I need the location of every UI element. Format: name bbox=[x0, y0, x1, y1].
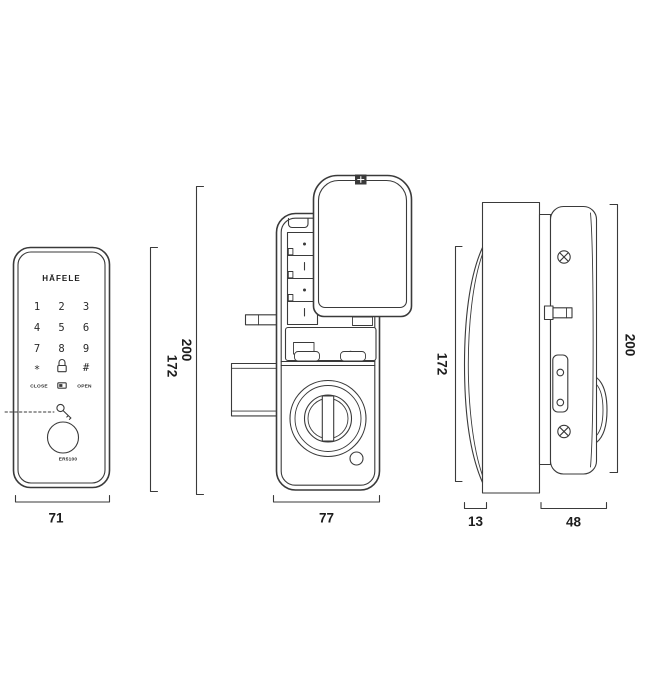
thumbturn-inner-ring bbox=[303, 394, 353, 443]
key-hash: # bbox=[83, 362, 90, 374]
side-front-height-dim-label: 172 bbox=[435, 353, 450, 376]
thumbturn-grip bbox=[321, 395, 335, 442]
housing-joint-lines bbox=[280, 361, 376, 366]
front-height-dim-label: 172 bbox=[165, 355, 180, 378]
front-view: HÄFELE 1 2 3 4 5 6 7 8 9 * # CLOSE OPEN bbox=[4, 246, 111, 526]
function-row: CLOSE OPEN bbox=[30, 382, 92, 390]
cover-catch-step bbox=[352, 316, 373, 326]
cross-screw-icon-top bbox=[557, 250, 571, 264]
plate-foot-left bbox=[294, 351, 320, 362]
battery-cell-dividers bbox=[287, 255, 318, 302]
open-label: OPEN bbox=[77, 384, 92, 390]
key-star: * bbox=[34, 364, 40, 376]
cover-outline bbox=[312, 174, 413, 318]
back-height-dim-bracket bbox=[195, 185, 205, 496]
key-9: 9 bbox=[83, 343, 89, 355]
key-1: 1 bbox=[34, 301, 40, 313]
screw-slot-plate bbox=[552, 354, 569, 413]
key-2: 2 bbox=[58, 301, 64, 313]
key-5: 5 bbox=[58, 322, 64, 334]
front-unit-profile bbox=[463, 246, 484, 484]
cover-hinge-tab bbox=[287, 217, 309, 229]
battery-cover-open bbox=[312, 174, 413, 318]
back-mounting-plate bbox=[538, 213, 552, 466]
back-width-dim-bracket bbox=[272, 494, 381, 503]
round-keyhole-cover bbox=[46, 421, 80, 454]
cover-inner-outline bbox=[317, 179, 408, 309]
battery-contacts bbox=[287, 248, 294, 302]
front-depth-dim-bracket bbox=[463, 501, 488, 510]
front-panel-outline bbox=[12, 246, 111, 489]
back-small-button bbox=[349, 451, 364, 466]
front-panel-inner-outline bbox=[17, 251, 106, 484]
emergency-key-icon bbox=[56, 403, 72, 420]
battery-terminal-marks bbox=[303, 242, 306, 317]
mounting-plate bbox=[284, 326, 377, 362]
front-depth-dim-label: 13 bbox=[468, 514, 484, 529]
deadbolt-housing bbox=[230, 362, 279, 417]
back-height-dim-label: 200 bbox=[179, 339, 194, 362]
door-cross-section bbox=[481, 201, 541, 494]
latch-bolt bbox=[244, 314, 279, 326]
back-depth-dim-label: 48 bbox=[566, 515, 582, 530]
side-view: 172 200 bbox=[435, 201, 638, 530]
front-unit-profile-inner bbox=[467, 253, 483, 476]
phillips-screw-icon bbox=[355, 174, 367, 185]
side-front-height-dim-bracket bbox=[454, 245, 463, 483]
key-3: 3 bbox=[83, 301, 89, 313]
thumbturn-knob-profile bbox=[595, 376, 608, 444]
front-height-dim-bracket bbox=[149, 246, 159, 493]
padlock-icon bbox=[57, 359, 67, 373]
back-unit-profile bbox=[549, 205, 598, 475]
cross-screw-icon-bottom bbox=[557, 424, 571, 439]
height-dimensions: 172 200 bbox=[149, 185, 205, 496]
key-6: 6 bbox=[83, 322, 89, 334]
back-depth-dim-bracket bbox=[540, 501, 608, 510]
model-label: ER5100 bbox=[59, 457, 78, 463]
back-width-dim-label: 77 bbox=[319, 511, 334, 526]
side-latch bbox=[543, 305, 573, 321]
front-width-dim-label: 71 bbox=[48, 511, 64, 526]
key-4: 4 bbox=[34, 322, 40, 334]
front-width-dim-bracket bbox=[14, 494, 111, 503]
back-unit-edge-contour bbox=[590, 212, 594, 468]
close-label: CLOSE bbox=[30, 384, 48, 390]
keypad: 1 2 3 4 5 6 7 8 9 * # bbox=[34, 301, 90, 376]
side-back-height-dim-label: 200 bbox=[623, 334, 638, 357]
brand-logo: HÄFELE bbox=[42, 274, 81, 283]
key-7: 7 bbox=[34, 343, 40, 355]
thumbturn-mid-ring bbox=[294, 385, 362, 452]
side-back-height-dim-bracket bbox=[609, 203, 619, 474]
thumbturn-outer-ring bbox=[289, 379, 367, 458]
plate-foot-right bbox=[340, 351, 366, 362]
battery-icon bbox=[57, 382, 67, 389]
thumbturn bbox=[289, 379, 367, 458]
key-8: 8 bbox=[58, 343, 64, 355]
back-view: 77 bbox=[230, 174, 413, 526]
